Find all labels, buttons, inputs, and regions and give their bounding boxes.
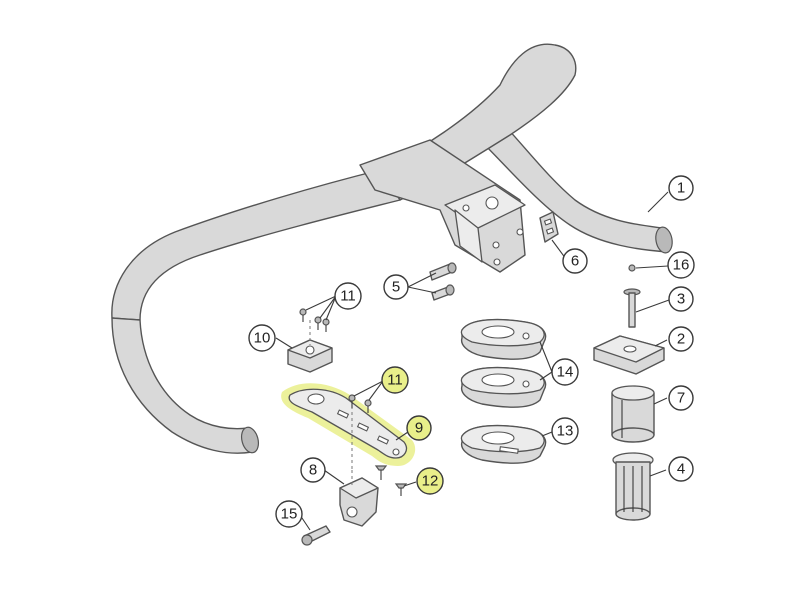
callout-12: 12	[416, 467, 444, 495]
top-cap-part-2	[593, 335, 665, 375]
callout-label-11-lower: 11	[387, 372, 403, 389]
callout-13: 13	[551, 417, 579, 445]
mount-head-part-10	[287, 320, 333, 373]
callout-11-lower: 11	[381, 366, 409, 394]
bracket-part-9	[281, 383, 416, 470]
callout-label-5: 5	[392, 279, 400, 296]
screws-part-12	[374, 465, 408, 496]
ball-part-16	[628, 264, 636, 272]
callout-1: 1	[668, 175, 694, 201]
handlebar-part	[111, 43, 673, 454]
callout-label-3: 3	[677, 291, 685, 308]
plate-part-6	[539, 211, 559, 243]
callout-label-1: 1	[677, 180, 685, 197]
callout-label-13: 13	[557, 423, 574, 440]
callout-label-2: 2	[677, 331, 685, 348]
callout-label-16: 16	[673, 257, 690, 274]
spacer-part-14	[460, 318, 547, 408]
callouts: 1 2 3 4 5 6 7 8 9 10 11 11 12 13 14 15 1…	[248, 175, 695, 528]
callout-label-9: 9	[415, 420, 423, 437]
callout-3: 3	[668, 286, 694, 312]
callout-9: 9	[406, 415, 432, 441]
callout-label-15: 15	[281, 506, 298, 523]
callout-label-6: 6	[571, 253, 579, 270]
callout-label-8: 8	[309, 462, 317, 479]
callout-label-7: 7	[677, 390, 685, 407]
clamp-part-8	[339, 470, 379, 527]
screws-part-11-lower	[348, 394, 372, 413]
cylinder-part-7	[611, 385, 655, 443]
leader-lines	[275, 191, 670, 531]
callout-8: 8	[300, 457, 326, 483]
callout-label-11-upper: 11	[340, 288, 356, 305]
callout-6: 6	[562, 248, 588, 274]
callout-7: 7	[668, 385, 694, 411]
screws-part-11-upper	[299, 308, 330, 332]
callout-5: 5	[383, 274, 409, 300]
compression-plug-part-4	[612, 452, 654, 521]
callout-label-14: 14	[557, 364, 574, 381]
callout-10: 10	[248, 324, 276, 352]
callout-2: 2	[668, 326, 694, 352]
spacer-part-13	[460, 424, 547, 464]
bolt-part-15	[301, 525, 331, 546]
callout-15: 15	[275, 500, 303, 528]
callout-16: 16	[667, 251, 695, 279]
callout-14: 14	[551, 358, 579, 386]
screws-part-5	[429, 262, 457, 301]
callout-label-10: 10	[254, 330, 271, 347]
callout-label-12: 12	[422, 473, 439, 490]
callout-4: 4	[668, 456, 694, 482]
callout-label-4: 4	[677, 461, 685, 478]
bolt-part-3	[623, 288, 641, 328]
callout-11-upper: 11	[334, 282, 362, 310]
